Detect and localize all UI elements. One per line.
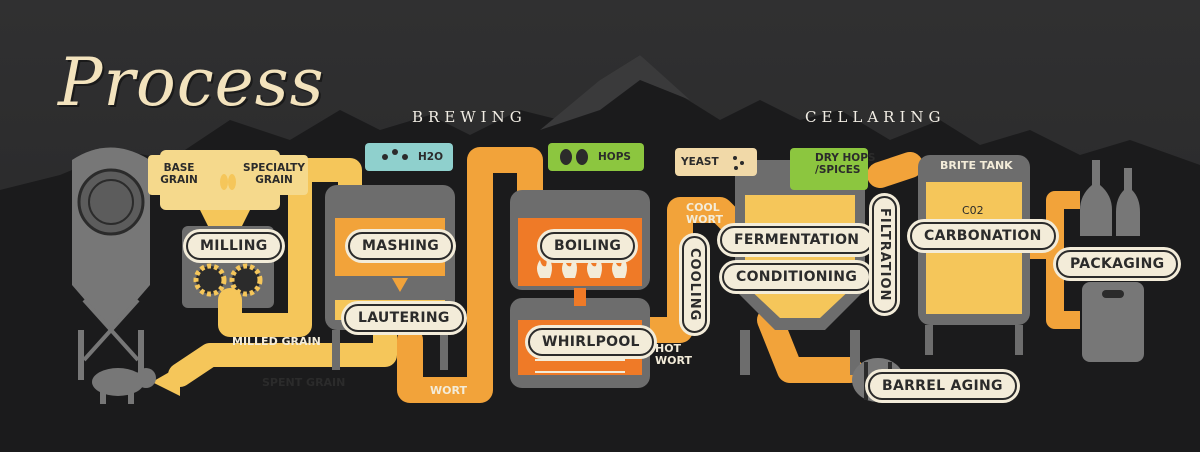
input-hops: HOPS <box>598 151 631 163</box>
pig-icon <box>92 368 156 404</box>
step-boiling: BOILING <box>540 232 636 260</box>
brite-tank <box>918 155 1030 355</box>
water-drops-icon <box>382 149 408 160</box>
yeast-icon <box>733 156 744 170</box>
grain-pipes <box>168 158 397 387</box>
silo-icon <box>72 147 150 380</box>
step-mashing: MASHING <box>348 232 454 260</box>
step-fermentation: FERMENTATION <box>720 226 874 254</box>
label-hot-wort: HOT WORT <box>655 342 692 367</box>
label-brite-tank: BRITE TANK <box>940 159 1013 172</box>
boil-kettle <box>510 190 650 388</box>
step-conditioning: CONDITIONING <box>722 263 872 291</box>
section-cellaring: CELLARING <box>805 108 946 126</box>
label-cool-wort: COOL WORT <box>686 201 723 226</box>
grain-icon <box>220 174 236 190</box>
input-h2o: H2O <box>418 151 444 163</box>
input-base-grain: BASE GRAIN <box>160 162 198 186</box>
label-co2: C02 <box>962 204 984 217</box>
input-specialty-grain: SPECIALTY GRAIN <box>243 162 305 186</box>
label-wort: WORT <box>430 384 467 397</box>
section-brewing: BREWING <box>412 108 527 126</box>
step-milling: MILLING <box>186 232 282 260</box>
label-spent-grain: SPENT GRAIN <box>262 376 346 389</box>
input-yeast: YEAST <box>681 156 719 168</box>
step-lautering: LAUTERING <box>344 304 464 332</box>
flame-icon <box>537 254 627 278</box>
input-dry-hops: DRY HOPS /SPICES <box>815 152 876 176</box>
page-title: Process <box>58 44 325 121</box>
label-milled-grain: MILLED GRAIN <box>232 335 321 348</box>
step-cooling: COOLING <box>682 236 707 334</box>
step-whirlpool: WHIRLPOOL <box>528 328 654 356</box>
step-filtration: FILTRATION <box>872 196 897 314</box>
step-barrel-aging: BARREL AGING <box>868 372 1017 400</box>
keg-icon <box>1082 282 1144 362</box>
bottle-icon <box>1080 160 1140 236</box>
step-packaging: PACKAGING <box>1056 250 1179 278</box>
hop-icon <box>560 149 588 165</box>
step-carbonation: CARBONATION <box>910 222 1056 250</box>
wort-pipes <box>397 147 923 403</box>
